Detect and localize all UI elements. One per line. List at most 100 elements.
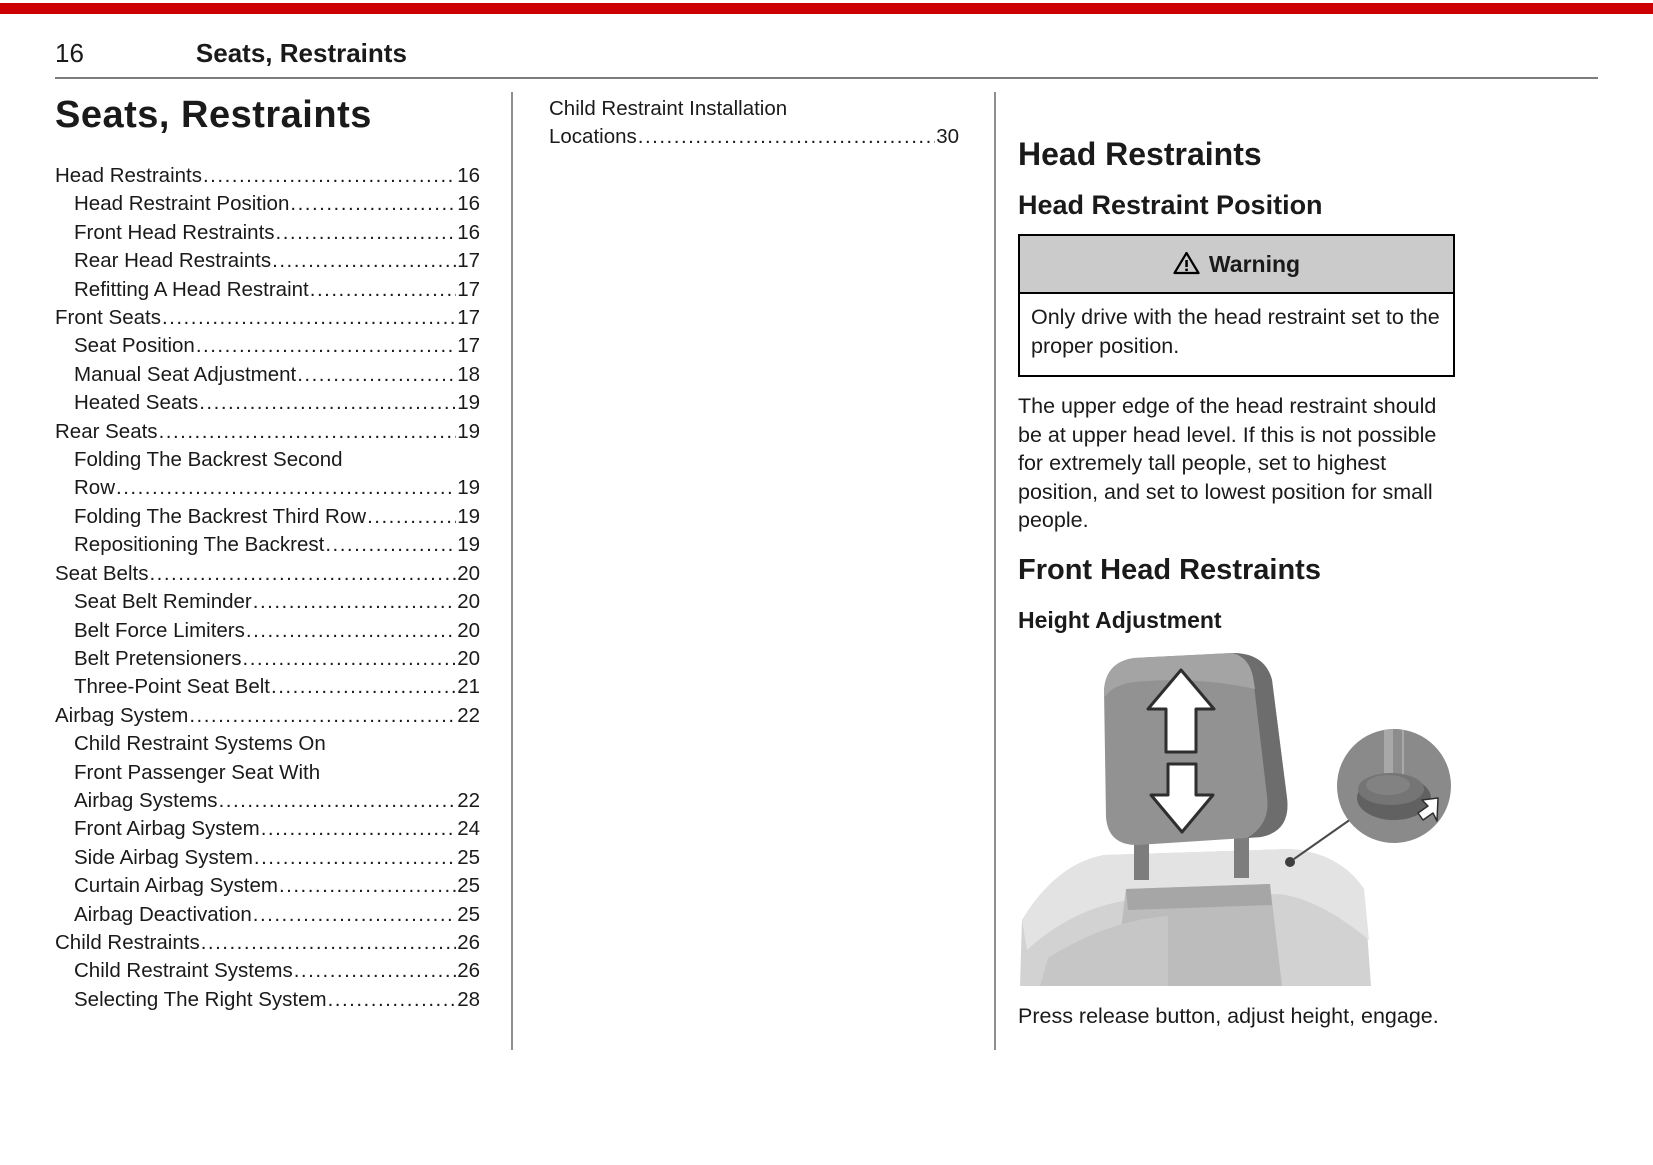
- toc-page-number: 19: [457, 504, 480, 528]
- toc-entry-label: Folding The Backrest Second: [74, 448, 343, 472]
- toc-entry[interactable]: Refitting A Head Restraint..............…: [55, 276, 480, 304]
- toc-entry[interactable]: Child Restraints........................…: [55, 929, 480, 957]
- toc-entry[interactable]: Folding The Backrest Third Row..........…: [55, 503, 480, 531]
- toc-entry[interactable]: Manual Seat Adjustment..................…: [55, 361, 480, 389]
- toc-page-number: 30: [936, 125, 959, 149]
- toc-entry-label: Child Restraint Systems: [74, 959, 293, 983]
- release-button-inset: [1337, 728, 1451, 843]
- toc-page-number: 19: [457, 476, 480, 500]
- toc-entry[interactable]: Child Restraint Systems On Front Passenge…: [55, 730, 480, 815]
- toc-entry-label: Refitting A Head Restraint: [74, 277, 309, 301]
- toc-entry-label: Airbag Systems: [74, 788, 218, 812]
- toc-entry-label: Child Restraints: [55, 930, 200, 954]
- toc-entry-label: Child Restraint Systems On: [74, 732, 326, 756]
- toc-entry[interactable]: Side Airbag System......................…: [55, 844, 480, 872]
- page-header: 16 Seats, Restraints: [55, 38, 1598, 69]
- toc-page-number: 25: [457, 874, 480, 898]
- press-arrow-icon: [1417, 797, 1439, 822]
- toc-entry-label: Seat Position: [74, 334, 195, 358]
- toc-leader-dots: ........................................…: [200, 930, 456, 954]
- toc-entry-label: Folding The Backrest Third Row: [74, 504, 367, 528]
- toc-page-number: 17: [457, 277, 480, 301]
- toc-leader-dots: ........................................…: [275, 220, 457, 244]
- toc-column-1: Seats, Restraints Head Restraints.......…: [55, 92, 480, 1014]
- toc-entry[interactable]: Front Airbag System.....................…: [55, 815, 480, 843]
- header-rule: [55, 77, 1598, 79]
- toc-entry-label: Selecting The Right System: [74, 987, 327, 1011]
- toc-entry[interactable]: Seat Position...........................…: [55, 332, 480, 360]
- toc-page-number: 21: [457, 675, 480, 699]
- toc-leader-dots: ........................................…: [202, 164, 456, 187]
- warning-triangle-icon: [1173, 251, 1200, 275]
- toc-page-number: 26: [457, 959, 480, 983]
- toc-page-number: 16: [457, 220, 480, 244]
- toc-entry-label: Child Restraint Installation: [549, 97, 788, 120]
- toc-leader-dots: ........................................…: [242, 646, 457, 670]
- toc-page-number: 19: [457, 419, 480, 443]
- toc-leader-dots: ........................................…: [253, 845, 457, 869]
- toc-entry-label: Heated Seats: [74, 391, 199, 415]
- warning-title: Warning: [1208, 251, 1301, 277]
- toc-page-number: 19: [457, 391, 480, 415]
- toc-leader-dots: ........................................…: [290, 192, 456, 216]
- toc-page-number: 19: [457, 533, 480, 557]
- toc-page-number: 17: [457, 334, 480, 358]
- toc-entry[interactable]: Seat Belts..............................…: [55, 560, 480, 588]
- toc-entry-label: Head Restraints: [55, 164, 202, 187]
- toc-entry-label: Front Airbag System: [74, 817, 260, 841]
- toc-entry[interactable]: Heated Seats............................…: [55, 389, 480, 417]
- toc-entry[interactable]: Head Restraints.........................…: [55, 162, 480, 190]
- toc-leader-dots: ........................................…: [260, 817, 457, 841]
- toc-entry[interactable]: Front Head Restraints...................…: [55, 219, 480, 247]
- toc-page-number: 16: [457, 192, 480, 216]
- toc-entry-label: Rear Head Restraints: [74, 249, 272, 273]
- toc-entry-label: Row: [74, 476, 116, 500]
- toc-entry[interactable]: Head Restraint Position.................…: [55, 190, 480, 218]
- toc-entry-label: Manual Seat Adjustment: [74, 362, 297, 386]
- document-title: Seats, Restraints: [55, 94, 372, 136]
- toc-entry[interactable]: Curtain Airbag System...................…: [55, 872, 480, 900]
- toc-entry-label: Airbag Deactivation: [74, 902, 252, 926]
- toc-entry[interactable]: Three-Point Seat Belt...................…: [55, 673, 480, 701]
- toc-entry-label: Belt Pretensioners: [74, 646, 242, 670]
- toc-leader-dots: ........................................…: [252, 902, 457, 926]
- toc-entry[interactable]: Selecting The Right System..............…: [55, 986, 480, 1014]
- toc-leader-dots: ........................................…: [149, 561, 456, 585]
- toc-entry[interactable]: Seat Belt Reminder......................…: [55, 588, 480, 616]
- release-button: [1285, 856, 1295, 867]
- toc-entry-label: Repositioning The Backrest: [74, 533, 325, 557]
- column-divider-2: [994, 92, 996, 1050]
- toc-leader-dots: ........................................…: [195, 334, 456, 358]
- toc-page-number: 22: [457, 788, 480, 812]
- headrest-illustration: [1018, 648, 1455, 991]
- page-header-title: Seats, Restraints: [195, 38, 407, 68]
- toc-page-number: 16: [457, 164, 480, 187]
- toc-entry-label: Front Passenger Seat With: [74, 760, 321, 784]
- toc-leader-dots: ........................................…: [637, 125, 935, 149]
- toc-leader-dots: ........................................…: [199, 391, 456, 415]
- subsection-heading-position: Head Restraint Position: [1018, 190, 1323, 220]
- toc-entry-label: Front Seats: [55, 306, 161, 330]
- toc-entry[interactable]: Child Restraint Systems.................…: [55, 957, 480, 985]
- height-adjustment-heading: Height Adjustment: [1018, 606, 1222, 633]
- toc-page-number: 17: [457, 306, 480, 330]
- toc-entry[interactable]: Airbag System...........................…: [55, 702, 480, 730]
- toc-entry[interactable]: Rear Seats..............................…: [55, 418, 480, 446]
- toc-entry[interactable]: Front Seats.............................…: [55, 304, 480, 332]
- top-accent-bar: [0, 3, 1653, 14]
- toc-entry-label: Airbag System: [55, 703, 189, 727]
- toc-leader-dots: ........................................…: [309, 277, 456, 301]
- page-number: 16: [55, 38, 84, 68]
- toc-entry[interactable]: Repositioning The Backrest..............…: [55, 531, 480, 559]
- toc-entry[interactable]: Rear Head Restraints....................…: [55, 247, 480, 275]
- toc-page-number: 28: [457, 987, 480, 1011]
- toc-leader-dots: ........................................…: [218, 788, 457, 812]
- toc-entry-label: Rear Seats: [55, 419, 158, 443]
- toc-entry[interactable]: Belt Force Limiters.....................…: [55, 617, 480, 645]
- toc-entry[interactable]: Airbag Deactivation.....................…: [55, 901, 480, 929]
- toc-entry[interactable]: Belt Pretensioners......................…: [55, 645, 480, 673]
- toc-page-number: 17: [457, 249, 480, 273]
